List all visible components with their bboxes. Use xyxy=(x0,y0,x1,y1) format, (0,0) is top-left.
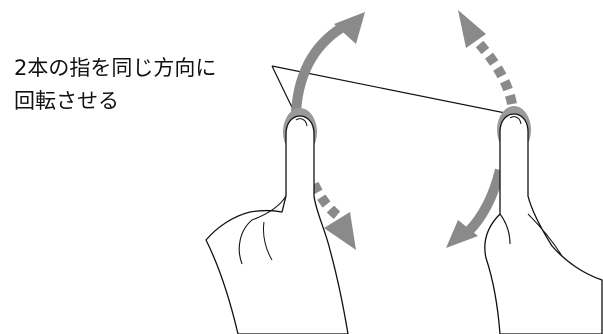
right-solid-arrow-icon xyxy=(446,168,505,248)
left-solid-arrow-icon xyxy=(291,12,365,113)
instruction-caption: 2本の指を同じ方向に 回転させる xyxy=(14,52,216,118)
instruction-line-1: 2本の指を同じ方向に xyxy=(14,56,217,80)
right-dashed-arrow-icon xyxy=(458,10,517,106)
left-dashed-arrow-icon xyxy=(309,181,356,250)
leader-line-right xyxy=(271,65,511,115)
right-hand-icon xyxy=(484,106,603,334)
instruction-line-2: 回転させる xyxy=(14,89,119,113)
left-hand-icon xyxy=(205,108,349,334)
